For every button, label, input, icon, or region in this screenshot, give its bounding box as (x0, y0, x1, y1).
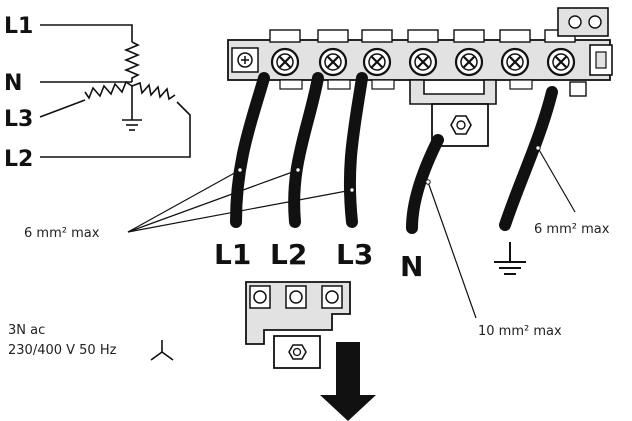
screw-icon (500, 47, 530, 77)
callout-dots (237, 145, 541, 193)
screw-icon (362, 47, 392, 77)
neutral-bridge (409, 79, 497, 147)
schematic-label-n: N (4, 71, 22, 96)
schematic-l1-wire (40, 24, 133, 42)
cable-label-n: N (400, 250, 423, 283)
cable-label-l3: L3 (336, 238, 373, 271)
schematic-ground-icon (122, 119, 142, 131)
schematic-coil-3 (131, 81, 176, 101)
screw-icon (454, 47, 484, 77)
schematic-label-l2: L2 (4, 147, 33, 172)
supply-rating: 230/400 V 50 Hz (8, 343, 117, 358)
callout-leaders (127, 147, 576, 319)
cable-l2 (288, 72, 324, 228)
cable-earth (499, 86, 558, 231)
cable-n (406, 134, 444, 234)
earth-ground-icon (494, 242, 526, 275)
cables (230, 72, 558, 234)
terminal-block (227, 7, 613, 147)
screw-icon (408, 47, 438, 77)
cable-label-l2: L2 (270, 238, 307, 271)
callout-earth-section: 6 mm² max (534, 222, 610, 237)
schematic-label-l3: L3 (4, 107, 33, 132)
cable-label-l1: L1 (214, 238, 251, 271)
earth-clamp (557, 7, 613, 97)
callout-phase-section: 6 mm² max (24, 226, 100, 241)
schematic-coil-2 (84, 80, 133, 100)
schematic-l3-wire (39, 99, 86, 118)
star-schematic: L1 N L3 L2 (4, 14, 191, 172)
bridge-connector (245, 281, 351, 369)
schematic-coil-1 (123, 41, 141, 82)
screw-icon (546, 47, 576, 77)
screw-icon (270, 47, 300, 77)
arrow-down-icon (320, 342, 376, 421)
terminal-screws (270, 47, 576, 77)
terminal-tabs (279, 79, 533, 90)
schematic-l2-wire (40, 101, 191, 158)
screw-icon (318, 47, 348, 77)
callout-neutral-section: 10 mm² max (478, 324, 562, 339)
supply-type: 3N ac (8, 323, 45, 338)
cable-l3 (343, 72, 368, 228)
three-phase-symbol-icon (150, 340, 174, 361)
mounting-screw-left (231, 47, 259, 73)
schematic-label-l1: L1 (4, 14, 33, 39)
cable-l1 (230, 72, 270, 228)
